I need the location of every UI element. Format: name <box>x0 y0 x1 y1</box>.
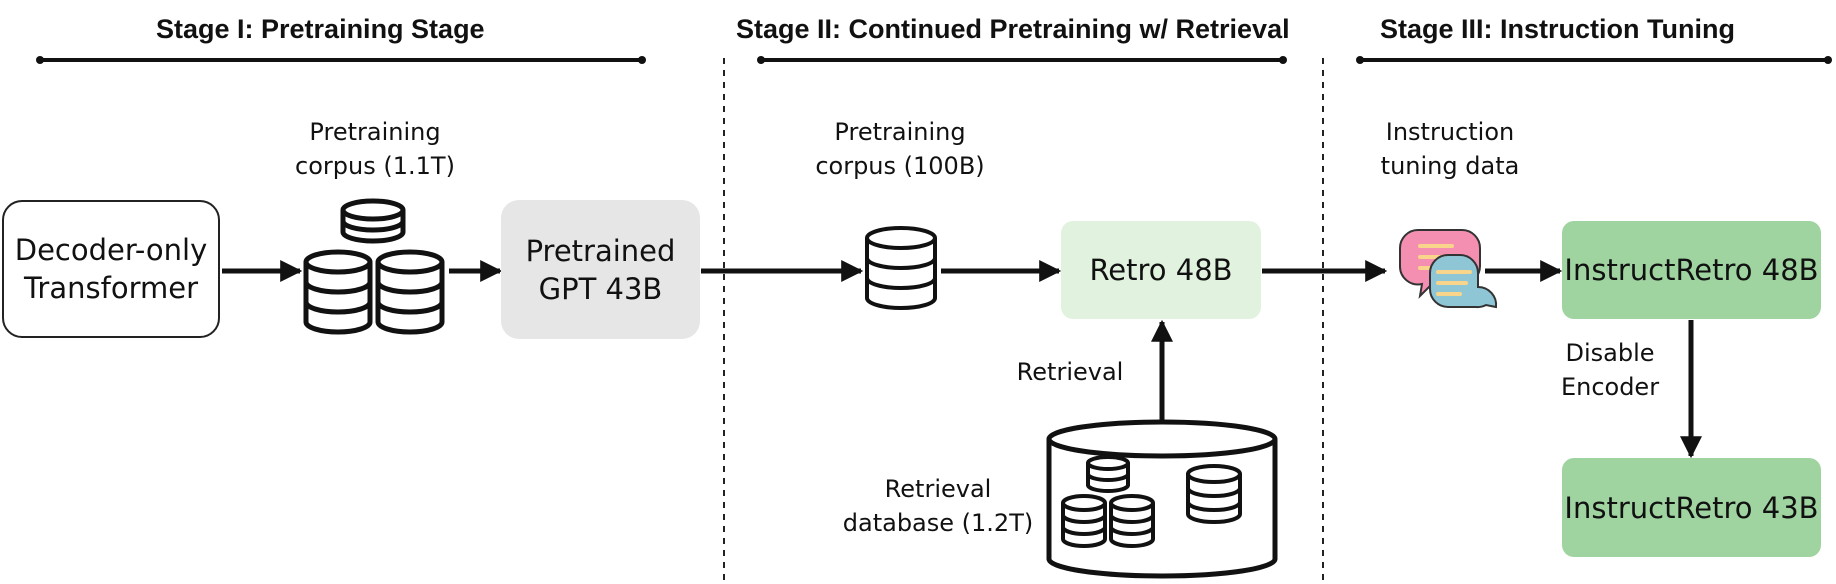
retrieval-label: Retrieval <box>1016 358 1124 386</box>
decoder-box-line1: Decoder-only <box>14 233 208 267</box>
disable-encoder-label: Disable Encoder <box>1550 336 1670 404</box>
gpt-box-line1: Pretrained <box>525 233 676 268</box>
stage3-title: Stage III: Instruction Tuning <box>1380 14 1735 44</box>
stage3-bar <box>1356 56 1832 64</box>
corpus1-label-line2: corpus (1.1T) <box>295 152 455 180</box>
decoder-box-line2: Transformer <box>23 271 198 305</box>
database-stack-icon <box>303 198 445 335</box>
corpus1-label: Pretraining corpus (1.1T) <box>275 115 475 183</box>
retrieval-db-label-line2: database (1.2T) <box>842 509 1034 537</box>
instructretro-48b-box: InstructRetro 48B <box>1562 221 1821 319</box>
decoder-only-transformer-box: Decoder-only Transformer <box>2 200 220 338</box>
stage2-bar <box>757 56 1287 64</box>
retrieval-db-label-line1: Retrieval <box>884 475 992 503</box>
corpus2-label-line2: corpus (100B) <box>815 152 985 180</box>
stage2-title: Stage II: Continued Pretraining w/ Retri… <box>736 14 1290 44</box>
database-icon <box>865 226 937 310</box>
stage1-title: Stage I: Pretraining Stage <box>156 14 485 44</box>
instruction-label-line2: tuning data <box>1380 152 1520 180</box>
corpus2-label-line1: Pretraining <box>834 118 966 146</box>
instruction-label-line1: Instruction <box>1385 118 1515 146</box>
chat-bubbles-icon <box>1398 229 1498 309</box>
instruction-data-label: Instruction tuning data <box>1350 115 1550 183</box>
gpt-box-line2: GPT 43B <box>538 271 663 306</box>
retrieval-db-label: Retrieval database (1.2T) <box>838 472 1038 540</box>
instructretro-43b-box: InstructRetro 43B <box>1562 458 1821 557</box>
instructretro-43b-label: InstructRetro 43B <box>1564 490 1819 525</box>
disable-encoder-line2: Encoder <box>1560 373 1660 401</box>
pretrained-gpt-box: Pretrained GPT 43B <box>501 200 700 339</box>
retro-48b-box: Retro 48B <box>1061 221 1261 319</box>
corpus1-label-line1: Pretraining <box>309 118 441 146</box>
corpus2-label: Pretraining corpus (100B) <box>800 115 1000 183</box>
stage1-bar <box>36 56 646 64</box>
database-cylinder-icon <box>1046 419 1278 579</box>
retro-48b-label: Retro 48B <box>1089 253 1233 287</box>
instructretro-48b-label: InstructRetro 48B <box>1564 253 1819 287</box>
disable-encoder-line1: Disable <box>1565 339 1655 367</box>
